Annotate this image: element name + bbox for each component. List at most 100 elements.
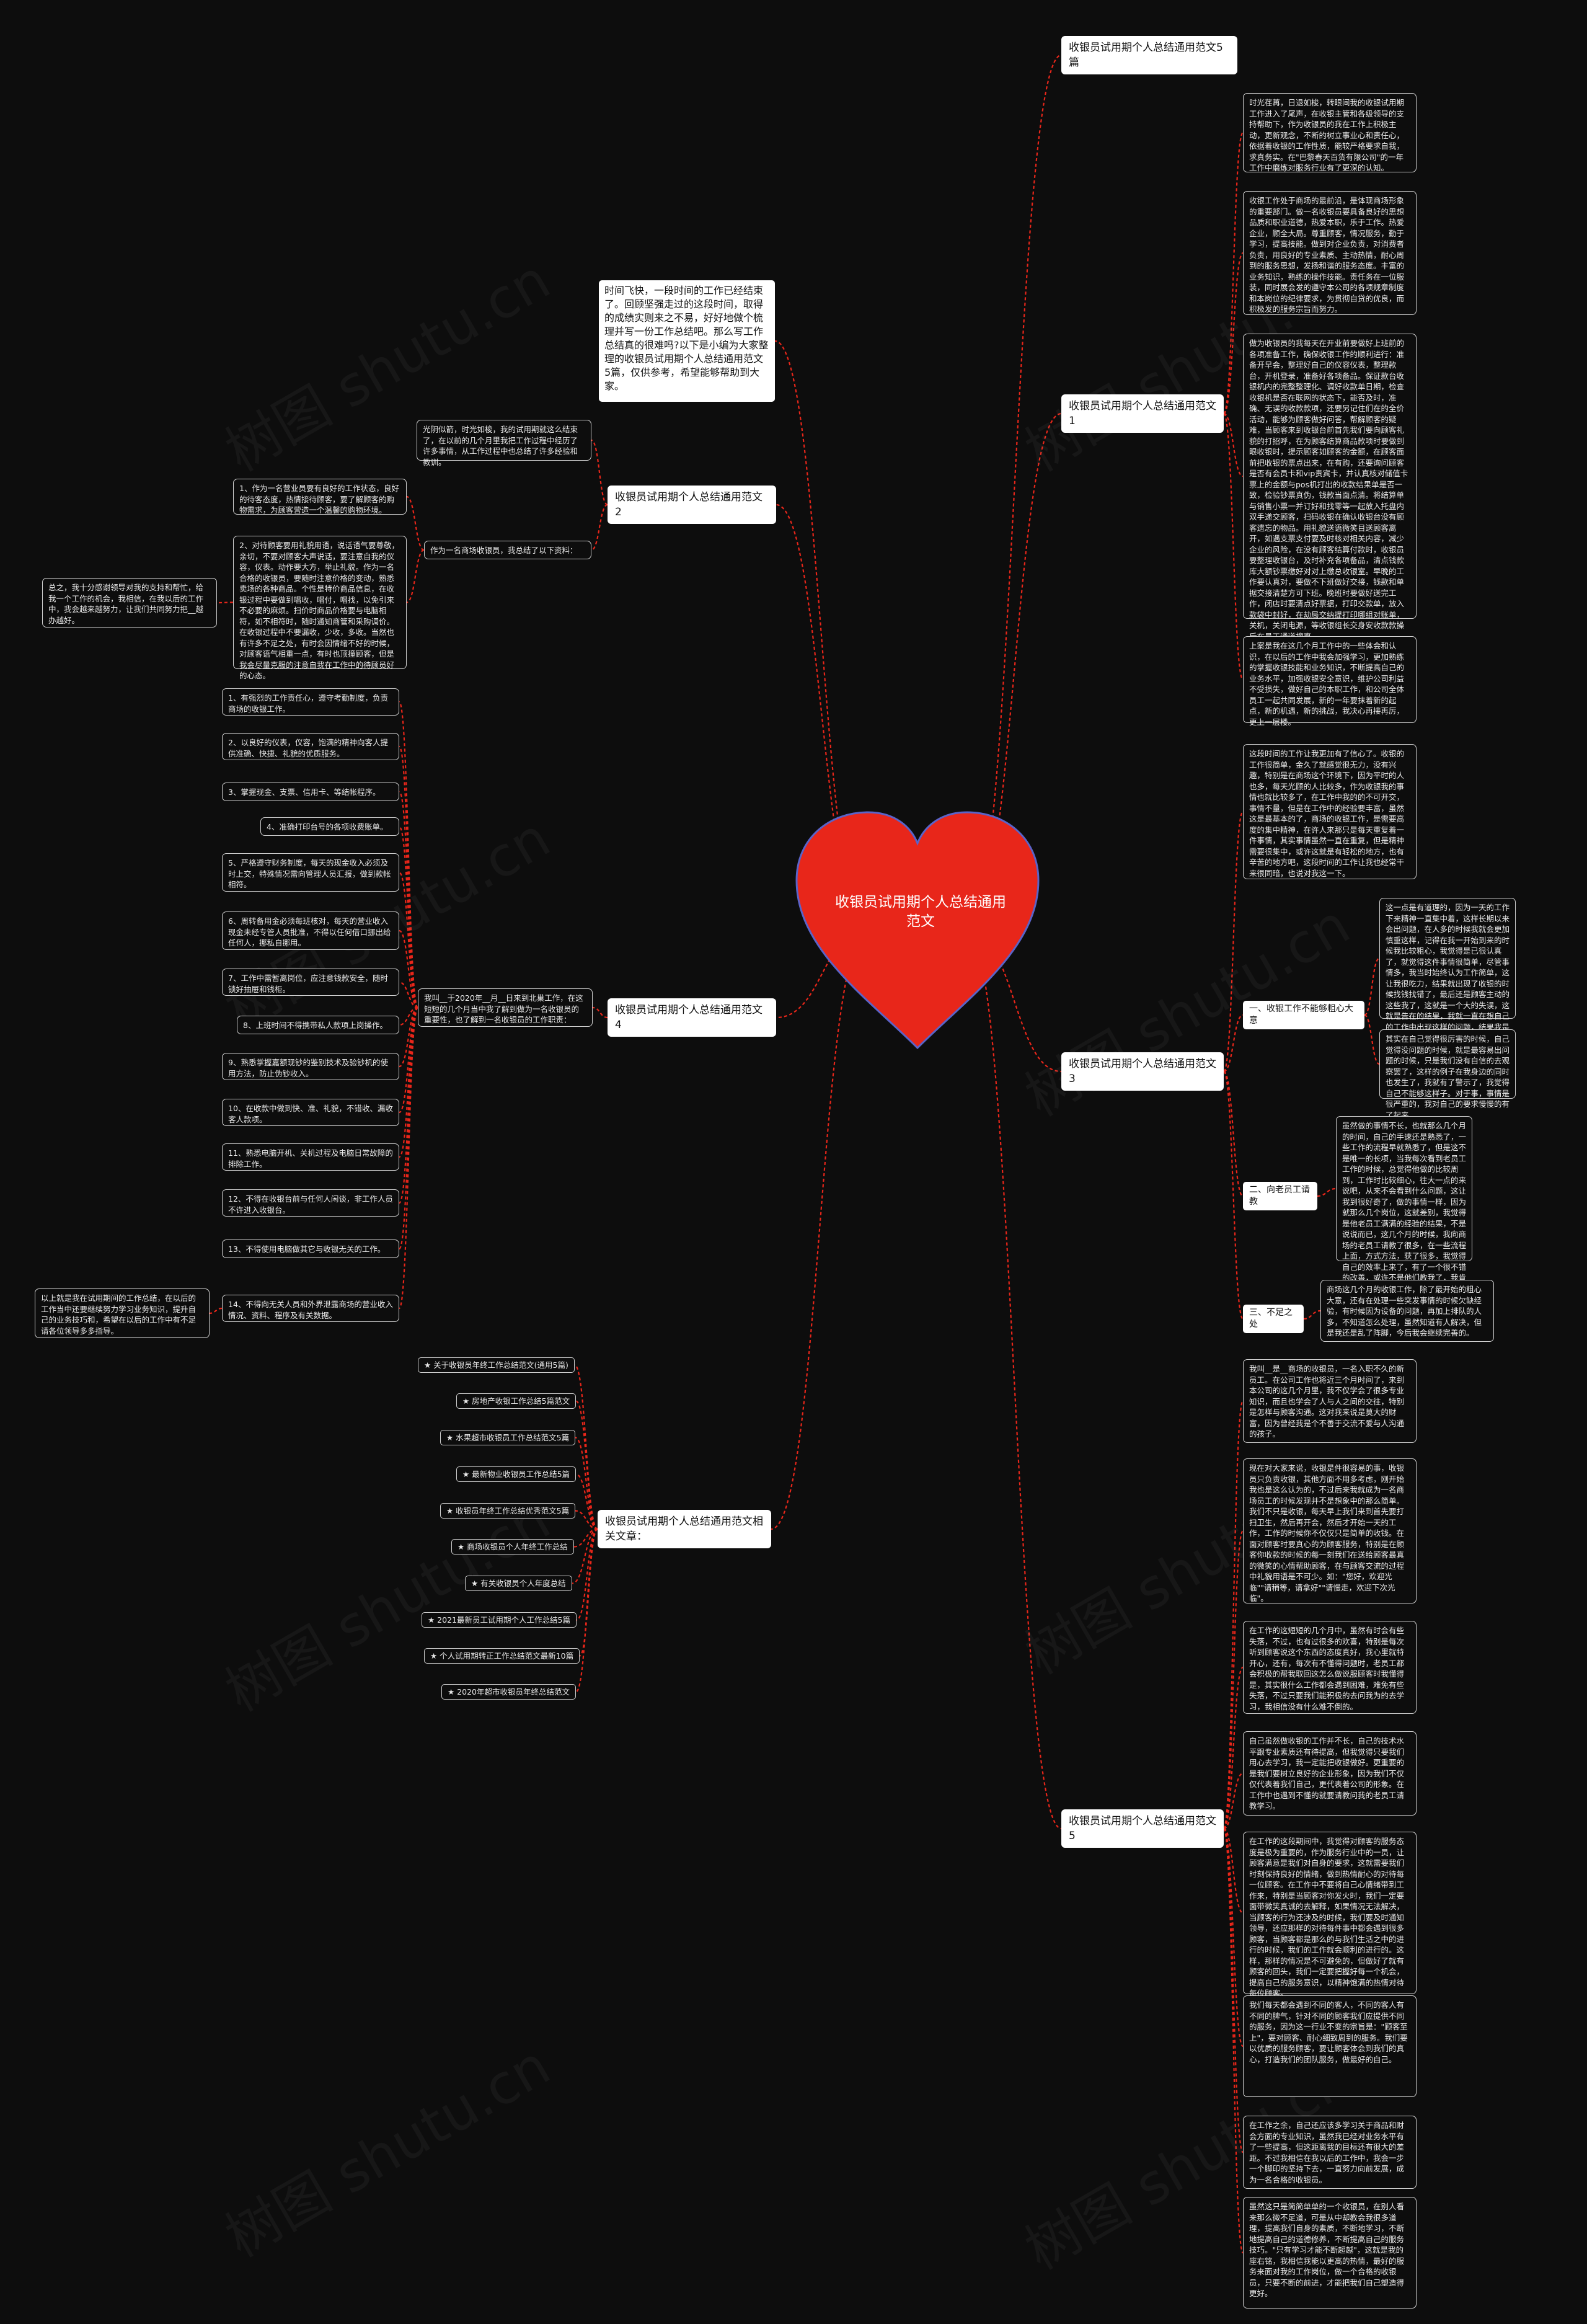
connector-line — [966, 412, 1062, 931]
essay4-duty-card: 14、不得向无关人员和外界泄露商场的营业收入情况、资料、程序及有关数据。 — [222, 1295, 399, 1322]
connector-line — [398, 1006, 419, 1204]
connector-line — [399, 981, 418, 1009]
essay4-duty-card: 10、在收款中做到快、准、礼貌，不错收、漏收客人款项。 — [222, 1099, 399, 1126]
connector-line — [1222, 252, 1244, 415]
related-article-link[interactable]: ★ 关于收银员年终工作总结范文(通用5篇) — [418, 1357, 575, 1373]
connector-line — [1223, 1827, 1244, 1914]
connector-line — [1222, 1070, 1244, 1320]
essay4-duty-card: 2、以良好的仪表，仪容，饱满的精神向客人提供准确、快捷、礼貌的优质服务。 — [222, 733, 399, 760]
essay1-card: 时光荏苒，日退如梭，转眼间我的收银试用期工作进入了尾声，在收银主管和各级领导的支… — [1243, 93, 1417, 172]
connector-line — [1223, 1772, 1244, 1830]
essay2-summary: 总之，我十分感谢领导对我的支持和帮忙，给我一个工作的机会，我相信，在我以后的工作… — [42, 578, 217, 628]
connector-line — [398, 825, 419, 1009]
connector-line — [592, 1006, 608, 1019]
essay5-card: 在工作的这短短的几个月中，虽然有时会有些失落，不过，也有过很多的欢喜，特别是每次… — [1243, 1621, 1417, 1714]
essay4-intro-card: 我叫__于2020年__月__日来到北巢工作，在这短短的几个月当中我了解到做为一… — [418, 988, 593, 1027]
essay5-card: 自己虽然做收银的工作并不长，自己的技术水平跟专业素质还有待提高，但我觉得只要我们… — [1243, 1731, 1417, 1816]
related-article-link[interactable]: ★ 收银员年终工作总结优秀范文5篇 — [440, 1503, 576, 1519]
essay4-duty-card: 8、上班时间不得携带私人款项上岗操作。 — [237, 1016, 399, 1034]
branch-essay-3[interactable]: 收银员试用期个人总结通用范文3 — [1061, 1052, 1224, 1091]
connector-line — [966, 929, 1062, 1073]
essay3-intro-card: 这段时间的工作让我更加有了信心了。收银的工作很简单，金久了就感觉很无力，没有兴趣… — [1243, 744, 1417, 879]
branch-essay-5[interactable]: 收银员试用期个人总结通用范文5 — [1061, 1809, 1224, 1848]
branch-essay-4[interactable]: 收银员试用期个人总结通用范文4 — [608, 998, 776, 1037]
essay4-duty-card: 1、有强烈的工作责任心，遵守考勤制度，负责商场的收银工作。 — [222, 688, 399, 716]
related-article-link[interactable]: ★ 2020年超市收银员年终总结范文 — [441, 1684, 576, 1700]
connector-line — [399, 1006, 418, 1068]
related-article-link[interactable]: ★ 房地产收银工作总结5篇范文 — [456, 1393, 577, 1409]
connector-line — [1222, 1070, 1244, 1197]
connector-line — [1364, 957, 1380, 1016]
essay3-point-3[interactable]: 三、不足之处 — [1243, 1305, 1304, 1333]
essay5-card: 在工作之余，自己还应该多学习关于商品和财会方面的专业知识，虽然我已经对业务水平有… — [1243, 2116, 1417, 2189]
connector-line — [399, 929, 418, 1009]
connector-line — [776, 503, 869, 931]
connector-line — [398, 1006, 419, 1114]
branch-related-articles[interactable]: 收银员试用期个人总结通用范文相关文章： — [598, 1510, 771, 1548]
connector-line — [398, 1006, 419, 1310]
essay3-card: 虽然做的事情不长，也就那么几个月的时间，自己的手速还是熟悉了，一些工作的流程早就… — [1336, 1116, 1472, 1293]
connector-line — [398, 745, 419, 1009]
essay4-duty-card: 12、不得在收银台前与任何人闲谈，非工作人员不许进入收银台。 — [222, 1189, 399, 1217]
connector-line — [1222, 1827, 1244, 2153]
essay3-point-2[interactable]: 二、向老员工请教 — [1243, 1182, 1317, 1210]
essay4-summary: 以上就是我在试用期间的工作总结，在以后的工作当中还要继续努力学习业务知识，提升自… — [35, 1288, 210, 1338]
branch-essay-2[interactable]: 收银员试用期个人总结通用范文2 — [608, 486, 776, 524]
connector-line — [1222, 1827, 1244, 2254]
related-article-link[interactable]: ★ 最新物业收银员工作总结5篇 — [456, 1466, 577, 1482]
connector-line — [966, 54, 1062, 931]
connector-line — [1222, 1827, 1244, 2047]
connector-line — [406, 495, 425, 551]
connector-line — [575, 1473, 598, 1530]
related-article-link[interactable]: ★ 水果超市收银员工作总结范文5篇 — [440, 1430, 576, 1445]
essay4-duty-card: 13、不得使用电脑做其它与收银无关的工作。 — [222, 1240, 399, 1258]
connector-line — [776, 929, 869, 1019]
essay1-card: 上案是我在这几个月工作中的一些体会和认识，在以后的工作中我会加强学习，更加熟练的… — [1243, 636, 1417, 727]
connector-line — [591, 503, 608, 551]
essay4-duty-card: 5、严格遵守财务制度，每天的现金收入必须及时上交，特殊情况需向管理人员汇报，做到… — [222, 853, 399, 892]
essay5-card: 我们每天都会遇到不同的客人，不同的客人有不同的脾气，针对不同的顾客我们应提供不同… — [1243, 1995, 1417, 2097]
essay1-card: 做为收银员的我每天在开业前要做好上班前的各项准备工作，确保收银工作的顺利进行：准… — [1243, 334, 1417, 641]
connector-line — [573, 1528, 598, 1548]
connector-line — [1364, 1014, 1380, 1065]
essay3-card: 这一点是有道理的，因为一天的工作下来精神一直集中着，这样长期以来会出问题，在人多… — [1379, 898, 1516, 1042]
connector-line — [1222, 1530, 1244, 1830]
branch-summary-5[interactable]: 收银员试用期个人总结通用范文5篇 — [1061, 36, 1237, 74]
essay1-card: 收银工作处于商场的最前沿，是体现商场形象的重要部门。做一名收银员要具备良好的思想… — [1243, 191, 1417, 315]
watermark: 树图 shutu.cn — [209, 2023, 562, 2273]
essay3-point-1[interactable]: 一、收银工作不能够粗心大意 — [1243, 1001, 1364, 1029]
connector-line — [572, 1528, 598, 1584]
essay2-card: 2、对待顾客要用礼貌用语，说话语气要尊敬，亲切，不要对顾客大声说话，要注意自我的… — [233, 536, 407, 680]
connector-line — [575, 1528, 599, 1693]
connector-line — [575, 1437, 598, 1530]
essay2-lead: 作为一名商场收银员，我总结了以下资料： — [424, 541, 591, 559]
essay4-duty-card: 6、周转备用金必须每班核对，每天的营业收入现金未经专管人员批准，不得以任何借口挪… — [222, 911, 399, 950]
essay2-card: 1、作为一名营业员要有良好的工作状态，良好的待客态度，热情接待顾客，要了解顾客的… — [233, 479, 407, 515]
related-article-link[interactable]: ★ 个人试用期转正工作总结范文最新10篇 — [424, 1648, 580, 1664]
center-topic[interactable]: 收银员试用期个人总结通用范文 — [835, 894, 1006, 929]
related-article-link[interactable]: ★ 商场收银员个人年终工作总结 — [451, 1539, 574, 1555]
related-article-link[interactable]: ★ 2021最新员工试用期个人工作总结5篇 — [422, 1612, 577, 1628]
intro-summary: 时间飞快，一段时间的工作已经结束了。回顾坚强走过的这段时间，取得的成绩实则来之不… — [599, 280, 775, 402]
connector-line — [966, 929, 1062, 1830]
related-article-link[interactable]: ★ 有关收银员个人年度总结 — [465, 1576, 572, 1591]
essay4-duty-card: 3、掌握现金、支票、信用卡、等结帐程序。 — [222, 783, 399, 801]
connector-line — [774, 340, 869, 931]
essay4-duty-card: 7、工作中需暂离岗位，应注意钱款安全，随时锁好抽屉和钱柜。 — [222, 969, 399, 996]
connector-line — [398, 791, 419, 1009]
connector-line — [1317, 1187, 1337, 1197]
connector-line — [1223, 1014, 1244, 1073]
connector-line — [406, 549, 425, 603]
connector-line — [578, 1528, 599, 1657]
connector-line — [399, 1006, 418, 1026]
connector-line — [209, 1307, 223, 1315]
connector-line — [1303, 1310, 1321, 1320]
connector-line — [1222, 810, 1244, 1073]
essay4-duty-card: 11、熟悉电脑开机、关机过程及电脑日常故障的排除工作。 — [222, 1143, 399, 1171]
essay4-duty-card: 9、熟悉掌握嘉额现钞的鉴别技术及验钞机的使用方法，防止伪钞收入。 — [222, 1053, 399, 1080]
connector-line — [576, 1528, 598, 1621]
connector-line — [1223, 412, 1244, 477]
connector-line — [398, 1006, 419, 1158]
branch-essay-1[interactable]: 收银员试用期个人总结通用范文1 — [1061, 394, 1224, 433]
connector-line — [771, 929, 869, 1530]
